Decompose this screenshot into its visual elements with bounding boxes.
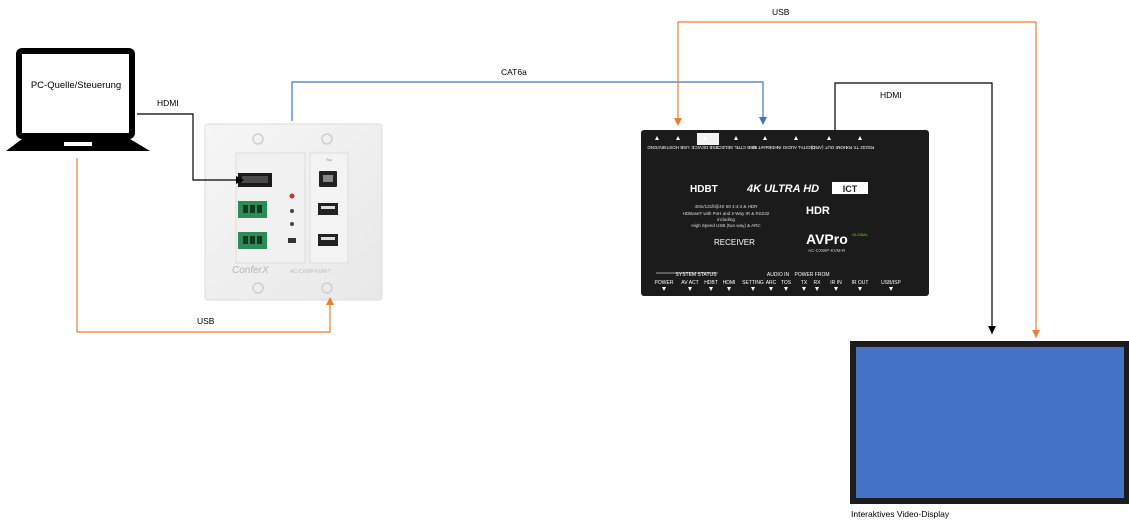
- receiver-bottom-port-marker: [688, 287, 692, 291]
- receiver-bottom-port-label: IR IN: [830, 280, 842, 286]
- receiver-bottom-port-marker: [802, 287, 806, 291]
- receiver-top-port-label: HDBaseT IN: [752, 145, 777, 150]
- receiver-bottom-port-marker: [709, 287, 713, 291]
- avpro-logo: AVPro: [806, 231, 848, 247]
- receiver-bottom-port-label: TX: [801, 280, 808, 286]
- hdr-logo: HDR: [806, 205, 830, 217]
- wall-plate-brand: ConferX: [232, 265, 269, 276]
- group-system-status: SYSTEM STATUS: [676, 272, 718, 278]
- receiver-top-port-label: DIGITAL AUDIO IN: [777, 145, 815, 150]
- usb-laptop-label: USB: [197, 316, 215, 326]
- cat6a-label: CAT6a: [501, 67, 527, 77]
- receiver-top-port-label: 48V/GND: [647, 145, 667, 150]
- receiver-bottom-port-label: IR OUT: [852, 280, 869, 286]
- svg-text:⇋: ⇋: [326, 157, 332, 164]
- wall-plate-transmitter: ⇋ ConferX AC-CXWP-KVM-T: [204, 123, 383, 301]
- receiver-bottom-port-label: AV ACT: [681, 280, 698, 286]
- receiver-top-port-marker: [858, 136, 862, 140]
- receiver-bottom-port-marker: [769, 287, 773, 291]
- usb-connection-display: USB: [674, 7, 1040, 338]
- receiver-top-port-label: USB HOST: [666, 145, 689, 150]
- receiver-top-port-marker: [655, 136, 659, 140]
- usb-connection-laptop: USB: [76, 158, 334, 333]
- receiver-top-port-marker: [827, 136, 831, 140]
- receiver-bottom-port-label: ARC: [766, 280, 777, 286]
- receiver-bottom-port-label: HDMI: [723, 280, 736, 286]
- receiver-bottom-port-label: RX: [814, 280, 822, 286]
- receiver-bottom-port-marker: [834, 287, 838, 291]
- ict-logo-box: [832, 182, 868, 194]
- receiver-top-port-marker: [703, 136, 707, 140]
- receiver-bottom-port-label: TOS: [781, 280, 792, 286]
- receiver-top-port-label: USB DEVICE: [691, 145, 718, 150]
- receiver-top-port-marker: [763, 136, 767, 140]
- receiver-bottom-port-marker: [727, 287, 731, 291]
- avpro-logo-sub: GLOBAL: [852, 232, 869, 237]
- laptop-icon: [6, 48, 150, 151]
- group-audio-in: AUDIO IN: [767, 272, 790, 278]
- wall-plate-model: AC-CXWP-KVM-T: [290, 269, 331, 275]
- interactive-display: Interaktives Video-Display: [850, 341, 1129, 519]
- hdmi-connection-laptop: HDMI: [137, 98, 244, 184]
- receiver-top-port-marker: [794, 136, 798, 140]
- receiver-name: RECEIVER: [714, 238, 755, 247]
- receiver-model: AC-CXWP-KVM-R: [808, 248, 846, 253]
- spec-line-1: 40m/131ft@4K 60 4:4:4 & HDR: [695, 204, 759, 209]
- receiver-top-port-marker: [676, 136, 680, 140]
- receiver-top-port-marker: [734, 136, 738, 140]
- 4k-logo: 4K ULTRA HD: [746, 183, 819, 195]
- receiver-top-port-label: HDMI OUT (ARC): [811, 145, 847, 150]
- receiver-bottom-port-marker: [751, 287, 755, 291]
- laptop-label: PC-Quelle/Steuerung: [31, 80, 121, 91]
- receiver-bottom-port-marker: [784, 287, 788, 291]
- receiver-bottom-port-marker: [815, 287, 819, 291]
- spec-line-2: HDBaseT with PoH and 2-Way IR & RS232: [683, 211, 770, 216]
- group-power-from: POWER FROM: [795, 272, 830, 278]
- hdbt-logo: HDBT: [690, 184, 718, 195]
- display-label: Interaktives Video-Display: [851, 509, 950, 519]
- laptop: PC-Quelle/Steuerung: [6, 48, 150, 151]
- receiver-bottom-port-marker: [858, 287, 862, 291]
- spec-line-4: High Speed USB (two way) & ARC: [691, 223, 761, 228]
- cat6a-connection: CAT6a: [291, 67, 767, 125]
- hdmi-display-label: HDMI: [880, 90, 902, 100]
- usb-display-label: USB: [772, 7, 790, 17]
- receiver-bottom-port-label: HDBT: [704, 280, 718, 286]
- hdmi-connection-display: HDMI: [834, 82, 996, 334]
- hdmi-laptop-label: HDMI: [157, 98, 179, 108]
- wall-plate-transmitter-icon: ⇋: [204, 123, 383, 301]
- receiver-bottom-port-marker: [662, 287, 666, 291]
- receiver-top-port-label: USB CTRL SELECT: [715, 145, 756, 150]
- receiver-bottom-port-label: POWER: [655, 280, 674, 286]
- receiver-top-port-label: RS232 TX RX: [846, 145, 874, 150]
- hdbaset-receiver-icon: [641, 130, 929, 296]
- spec-line-3: including: [717, 217, 735, 222]
- display-screen-icon: [850, 341, 1129, 504]
- receiver-bottom-port-label: SETTING: [742, 280, 764, 286]
- receiver-bottom-port-label: USB/ISP: [881, 280, 901, 286]
- receiver-bottom-port-marker: [889, 287, 893, 291]
- ict-logo: ICT: [843, 184, 858, 194]
